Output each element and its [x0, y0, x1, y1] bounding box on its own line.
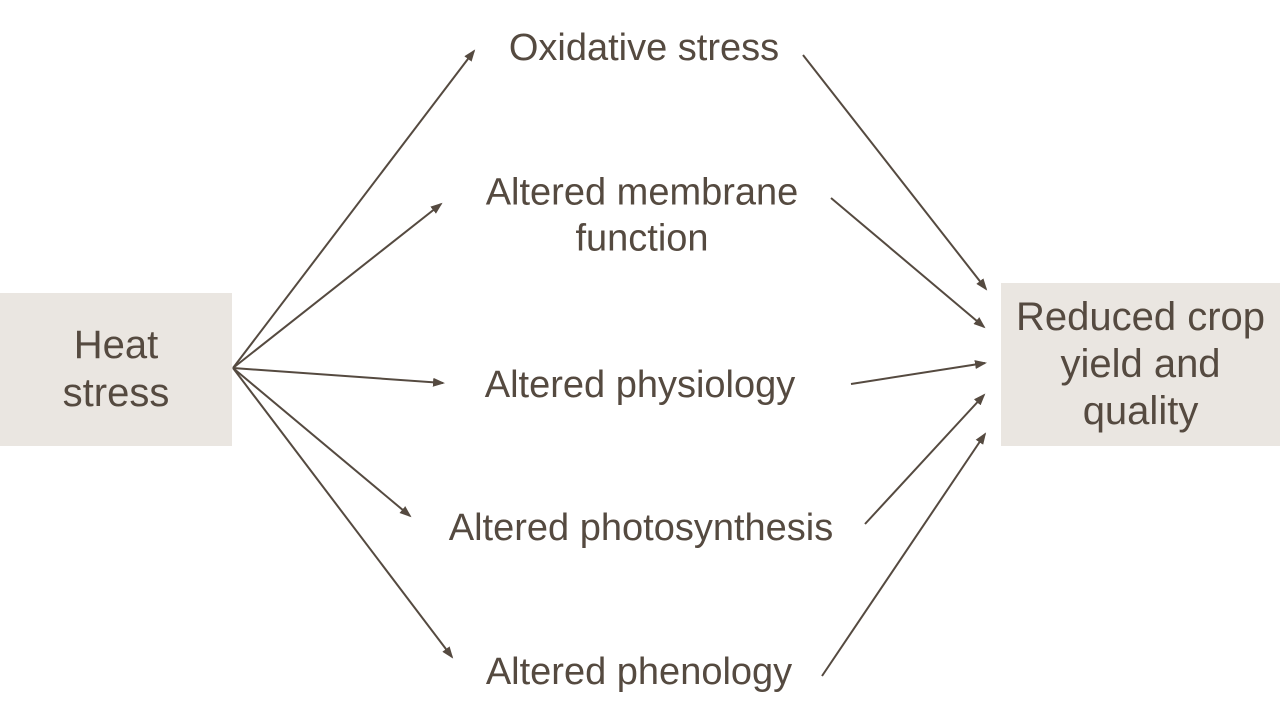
edge-heat-stress-to-altered-physiology: [232, 367, 445, 387]
reduced-crop-yield-label: Reduced crop yield and quality: [1015, 294, 1266, 434]
edge-altered-phenology-to-reduced-crop-yield-and-quality: [821, 432, 987, 677]
edge-altered-photosynthesis-to-reduced-crop-yield-and-quality: [864, 393, 986, 525]
node-altered-phenology: Altered phenology: [485, 650, 793, 693]
node-reduced-crop-yield-and-quality: Reduced crop yield and quality: [1001, 283, 1280, 446]
edge-heat-stress-to-oxidative-stress: [232, 49, 476, 369]
edge-heat-stress-to-altered-photosynthesis: [232, 367, 412, 518]
edge-altered-membrane-function-to-reduced-crop-yield-and-quality: [830, 197, 986, 329]
arrow-group: [232, 49, 988, 677]
heat-stress-label: Heat stress: [62, 323, 170, 415]
node-oxidative-stress: Oxidative stress: [508, 26, 780, 69]
edge-heat-stress-to-altered-membrane-function: [232, 202, 443, 369]
edge-altered-physiology-to-reduced-crop-yield-and-quality: [850, 360, 987, 385]
node-altered-membrane-function: Altered membrane function: [485, 171, 799, 260]
node-altered-photosynthesis: Altered photosynthesis: [448, 506, 834, 549]
edge-heat-stress-to-altered-phenology: [232, 367, 454, 659]
edge-oxidative-stress-to-reduced-crop-yield-and-quality: [802, 54, 988, 291]
node-altered-physiology: Altered physiology: [484, 363, 796, 406]
node-heat-stress: Heat stress: [0, 293, 232, 446]
